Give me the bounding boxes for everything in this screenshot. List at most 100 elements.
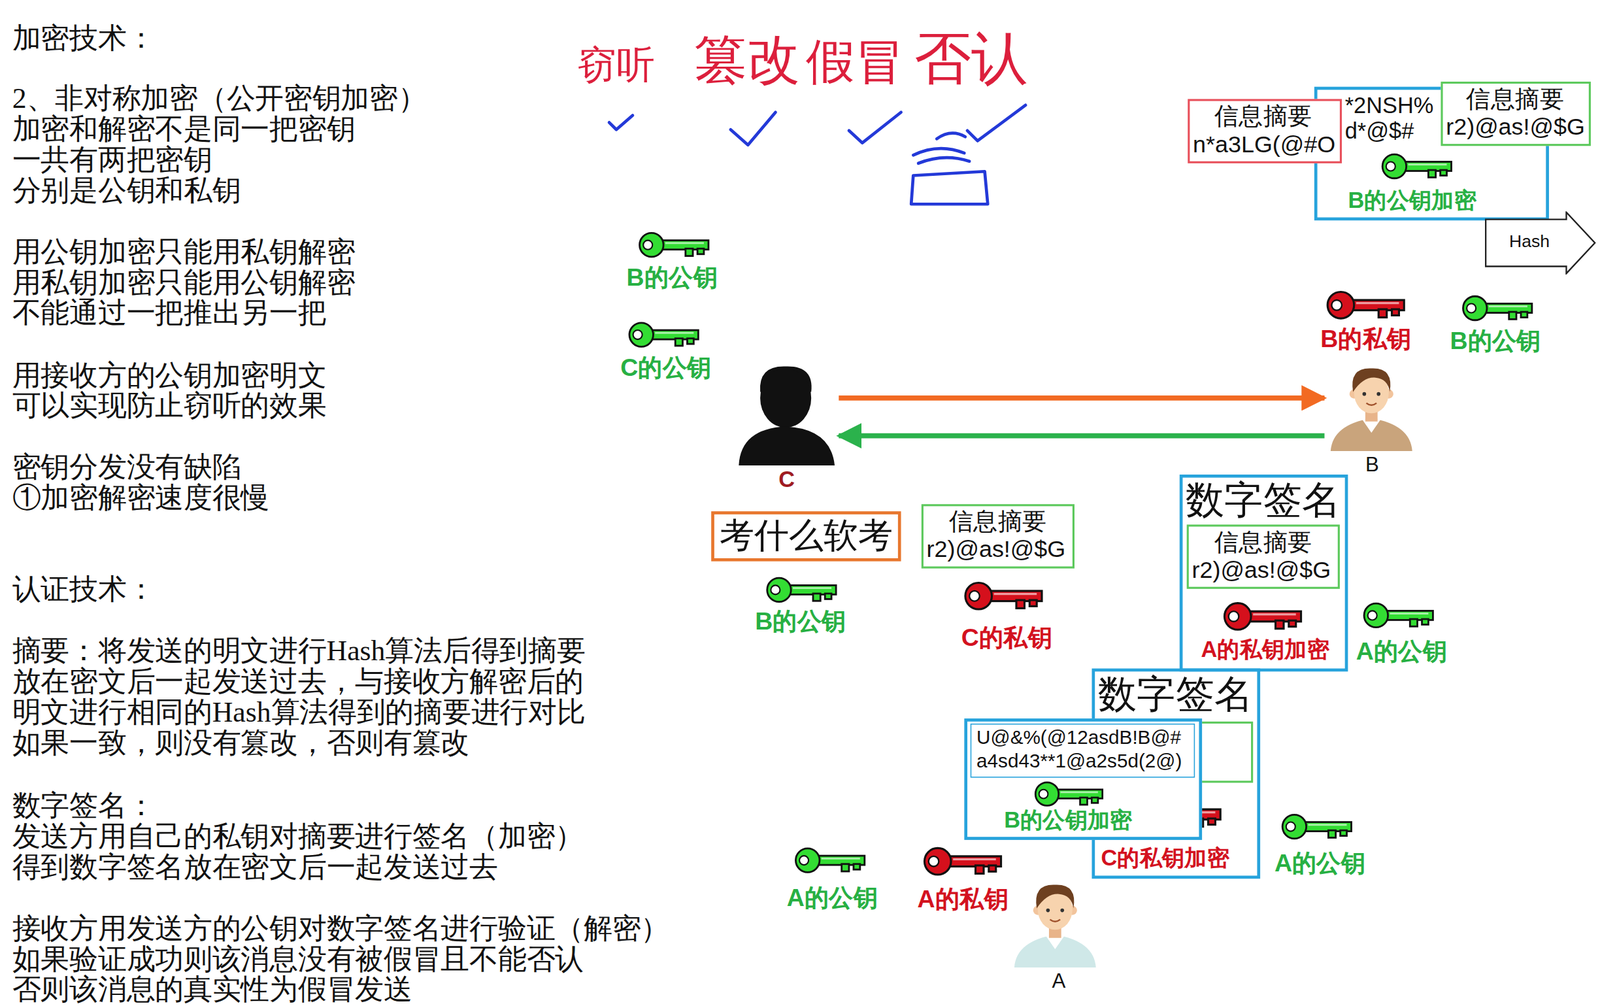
silhouette-body	[738, 426, 835, 466]
key-shape	[1382, 154, 1451, 179]
node-text: B的公钥加密	[1003, 807, 1133, 833]
key-icon	[1364, 603, 1433, 628]
key-icon	[965, 582, 1042, 610]
key-icon	[767, 577, 836, 602]
note-text: 密钥分发没有缺陷	[12, 452, 242, 482]
node-text: 数字签名	[1098, 671, 1253, 717]
node-text: 信息摘要	[1214, 101, 1313, 130]
digest-box: 信息摘要r2)@as!@$G	[921, 503, 1075, 568]
person-figure	[1330, 368, 1413, 452]
handwritten-note: 窃听	[577, 43, 656, 87]
checkmark	[967, 105, 1026, 142]
key-icon	[1032, 779, 1106, 809]
note-text: 发送方用自己的私钥对摘要进行签名（加密）	[12, 822, 584, 851]
arrow-connector	[838, 433, 1325, 439]
key-icon	[639, 232, 709, 257]
key-icon	[1221, 600, 1306, 633]
node-text: r2)@as!@$G	[1192, 556, 1332, 584]
note-text: 接收方用发送方的公钥对数字签名进行验证（解密）	[12, 914, 670, 944]
node-text: r2)@as!@$G	[926, 535, 1067, 563]
handwritten-note: 否认	[914, 26, 1029, 91]
person-node: C	[732, 365, 839, 497]
node-text: 信息摘要	[1214, 527, 1313, 555]
node-text: r2)@as!@$G	[1445, 113, 1585, 140]
node-text: 考什么软考	[719, 515, 893, 554]
note-text: 用私钥加密只能用公钥解密	[12, 268, 356, 298]
digest-box: 信息摘要r2)@as!@$G	[1186, 524, 1340, 589]
node-text: C的私钥加密	[1101, 845, 1231, 872]
node-text: Hash	[1509, 230, 1550, 253]
note-text: 可以实现防止窃听的效果	[12, 392, 327, 421]
person-node: A	[1010, 879, 1107, 997]
hash-arrow-outline	[1485, 212, 1595, 274]
key-icon	[924, 847, 1001, 875]
key-icon	[1462, 296, 1532, 321]
node-text: 信息摘要	[949, 507, 1048, 535]
scribble	[918, 157, 970, 164]
note-text: 明文进行相同的Hash算法得到的摘要进行对比	[12, 698, 586, 727]
text-box: 考什么软考	[711, 511, 901, 561]
note-text: 得到数字签名放在密文后一起发送过去	[12, 852, 499, 882]
note-text: 用公钥加密只能用私钥解密	[12, 237, 356, 267]
person-silhouette	[738, 366, 835, 465]
key-icon	[1380, 150, 1454, 182]
note-text: 分别是公钥和私钥	[12, 176, 242, 206]
key-label: B的公钥	[626, 263, 718, 291]
ciphertext-box: U@&%(@12asdB!B@# a4sd43**1@a2s5d(2@) B的公钥…	[964, 718, 1202, 840]
key-icon	[795, 848, 865, 873]
note-text: 2、非对称加密（公开密钥加密）	[12, 84, 427, 114]
scribble	[936, 133, 966, 140]
node-text: B的公钥加密	[1347, 187, 1477, 214]
key-label: A的公钥	[786, 883, 878, 912]
checkmark	[849, 112, 902, 144]
signature-box: 信息摘要r2)@as!@$G数字签名A的私钥加密	[1179, 474, 1349, 672]
note-text: 用接收方的公钥加密明文	[12, 361, 327, 391]
note-text: 放在密文后一起发送过去，与接收方解密后的	[12, 667, 584, 697]
key-icon	[1282, 814, 1351, 839]
handwritten-note: 假冒	[805, 34, 904, 89]
note-text: 否则该消息的真实性为假冒发送	[12, 975, 413, 1005]
node-text: 信息摘要	[1466, 84, 1565, 113]
note-text: 数字签名：	[12, 792, 156, 821]
key-label: B的私钥	[1320, 324, 1412, 352]
person-figure	[1014, 884, 1097, 968]
note-text: 如果一致，则没有篡改，否则有篡改	[12, 728, 470, 758]
key-label: B的公钥	[1450, 326, 1542, 355]
note-text: 加密和解密不是同一把密钥	[12, 115, 356, 144]
key-label: C的私钥	[961, 623, 1053, 651]
person-node: B	[1324, 363, 1419, 480]
handwritten-checkmarks	[609, 105, 1026, 204]
key-label: C的公钥	[620, 352, 712, 381]
key-icon	[1327, 292, 1404, 319]
digest-box: 信息摘要n*a3LG(@#O	[1187, 98, 1342, 163]
note-text: 加密技术：	[12, 24, 156, 53]
arrow-connector	[838, 395, 1325, 401]
note-text: 不能通过一把推出另一把	[12, 298, 327, 328]
note-text: 一共有两把密钥	[12, 145, 213, 175]
key-label: A的私钥	[917, 884, 1009, 913]
hash-arrow: Hash	[1484, 211, 1598, 275]
key-shape	[1224, 603, 1301, 631]
scribble	[913, 148, 965, 155]
note-text: 认证技术：	[12, 575, 156, 605]
node-text: A的私钥加密	[1201, 636, 1331, 664]
node-text: A	[1052, 969, 1067, 992]
digest-box: 信息摘要r2)@as!@$G	[1440, 81, 1591, 146]
checkmark	[730, 112, 776, 146]
ciphertext-inner-box: U@&%(@12asdB!B@# a4sd43**1@a2s5d(2@)	[970, 723, 1195, 779]
note-text: ①加密解密速度很慢	[12, 483, 270, 513]
node-text: C	[778, 467, 795, 492]
node-text: B	[1365, 452, 1380, 476]
note-text: 如果验证成功则该消息没有被假冒且不能否认	[12, 945, 584, 974]
note-text: 摘要：将发送的明文进行Hash算法后得到摘要	[12, 636, 586, 666]
node-text: *2NSH% d*@$#	[1345, 92, 1440, 144]
key-label: A的公钥	[1356, 636, 1448, 665]
node-text: U@&%(@12asdB!B@# a4sd43**1@a2s5d(2@)	[976, 725, 1189, 773]
scribble-box	[911, 171, 988, 204]
checkmark	[609, 115, 633, 130]
silhouette-head	[760, 368, 812, 429]
node-text: n*a3LG(@#O	[1192, 130, 1336, 158]
key-label: A的公钥	[1274, 849, 1366, 877]
